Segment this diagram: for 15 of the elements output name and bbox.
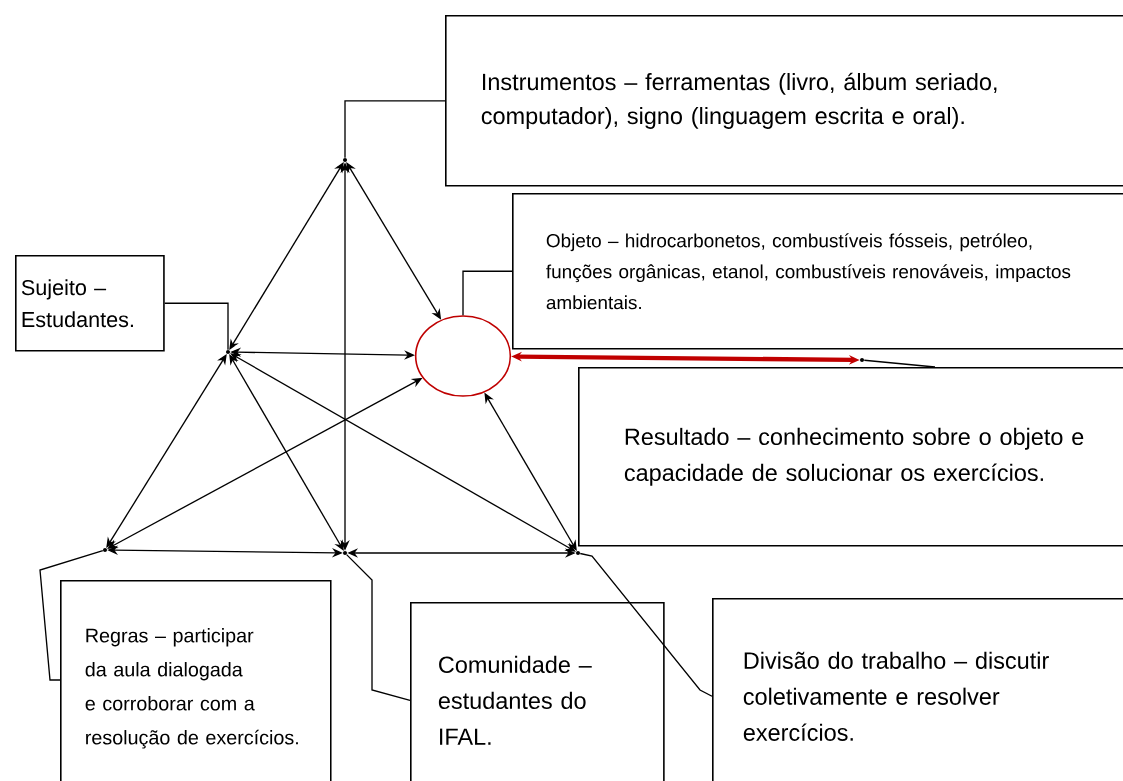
leader-line <box>579 552 713 697</box>
leader-line <box>345 553 411 701</box>
leader-line <box>164 302 229 351</box>
text-box: Resultado – conhecimento sobre o objeto e capacidade de solucionar os exercícios. <box>578 367 1123 547</box>
text-box: Comunidade – estudantes do IFAL. <box>410 602 665 781</box>
leader-line <box>39 550 104 681</box>
leader-line <box>863 359 936 368</box>
text-box: Regras – participar da aula dialogada e corroborar com a resolução de exercícios. <box>60 580 332 781</box>
text-box: Instrumentos – ferramentas (livro, álbum seriado, computador), signo (linguagem escrita e oral). <box>445 15 1123 187</box>
text-box: Sujeito – Estudantes. <box>15 255 165 352</box>
leader-line <box>344 100 446 159</box>
text-box: Objeto – hidrocarbonetos, combustíveis fósseis, petróleo, funções orgânicas, etanol, combustíveis renováveis, impactos ambientais. <box>512 193 1123 350</box>
text-box: Divisão do trabalho – discutir coletivamente e resolver exercícios. <box>712 598 1123 781</box>
leader-line <box>462 270 513 316</box>
circle-marker <box>414 315 512 397</box>
